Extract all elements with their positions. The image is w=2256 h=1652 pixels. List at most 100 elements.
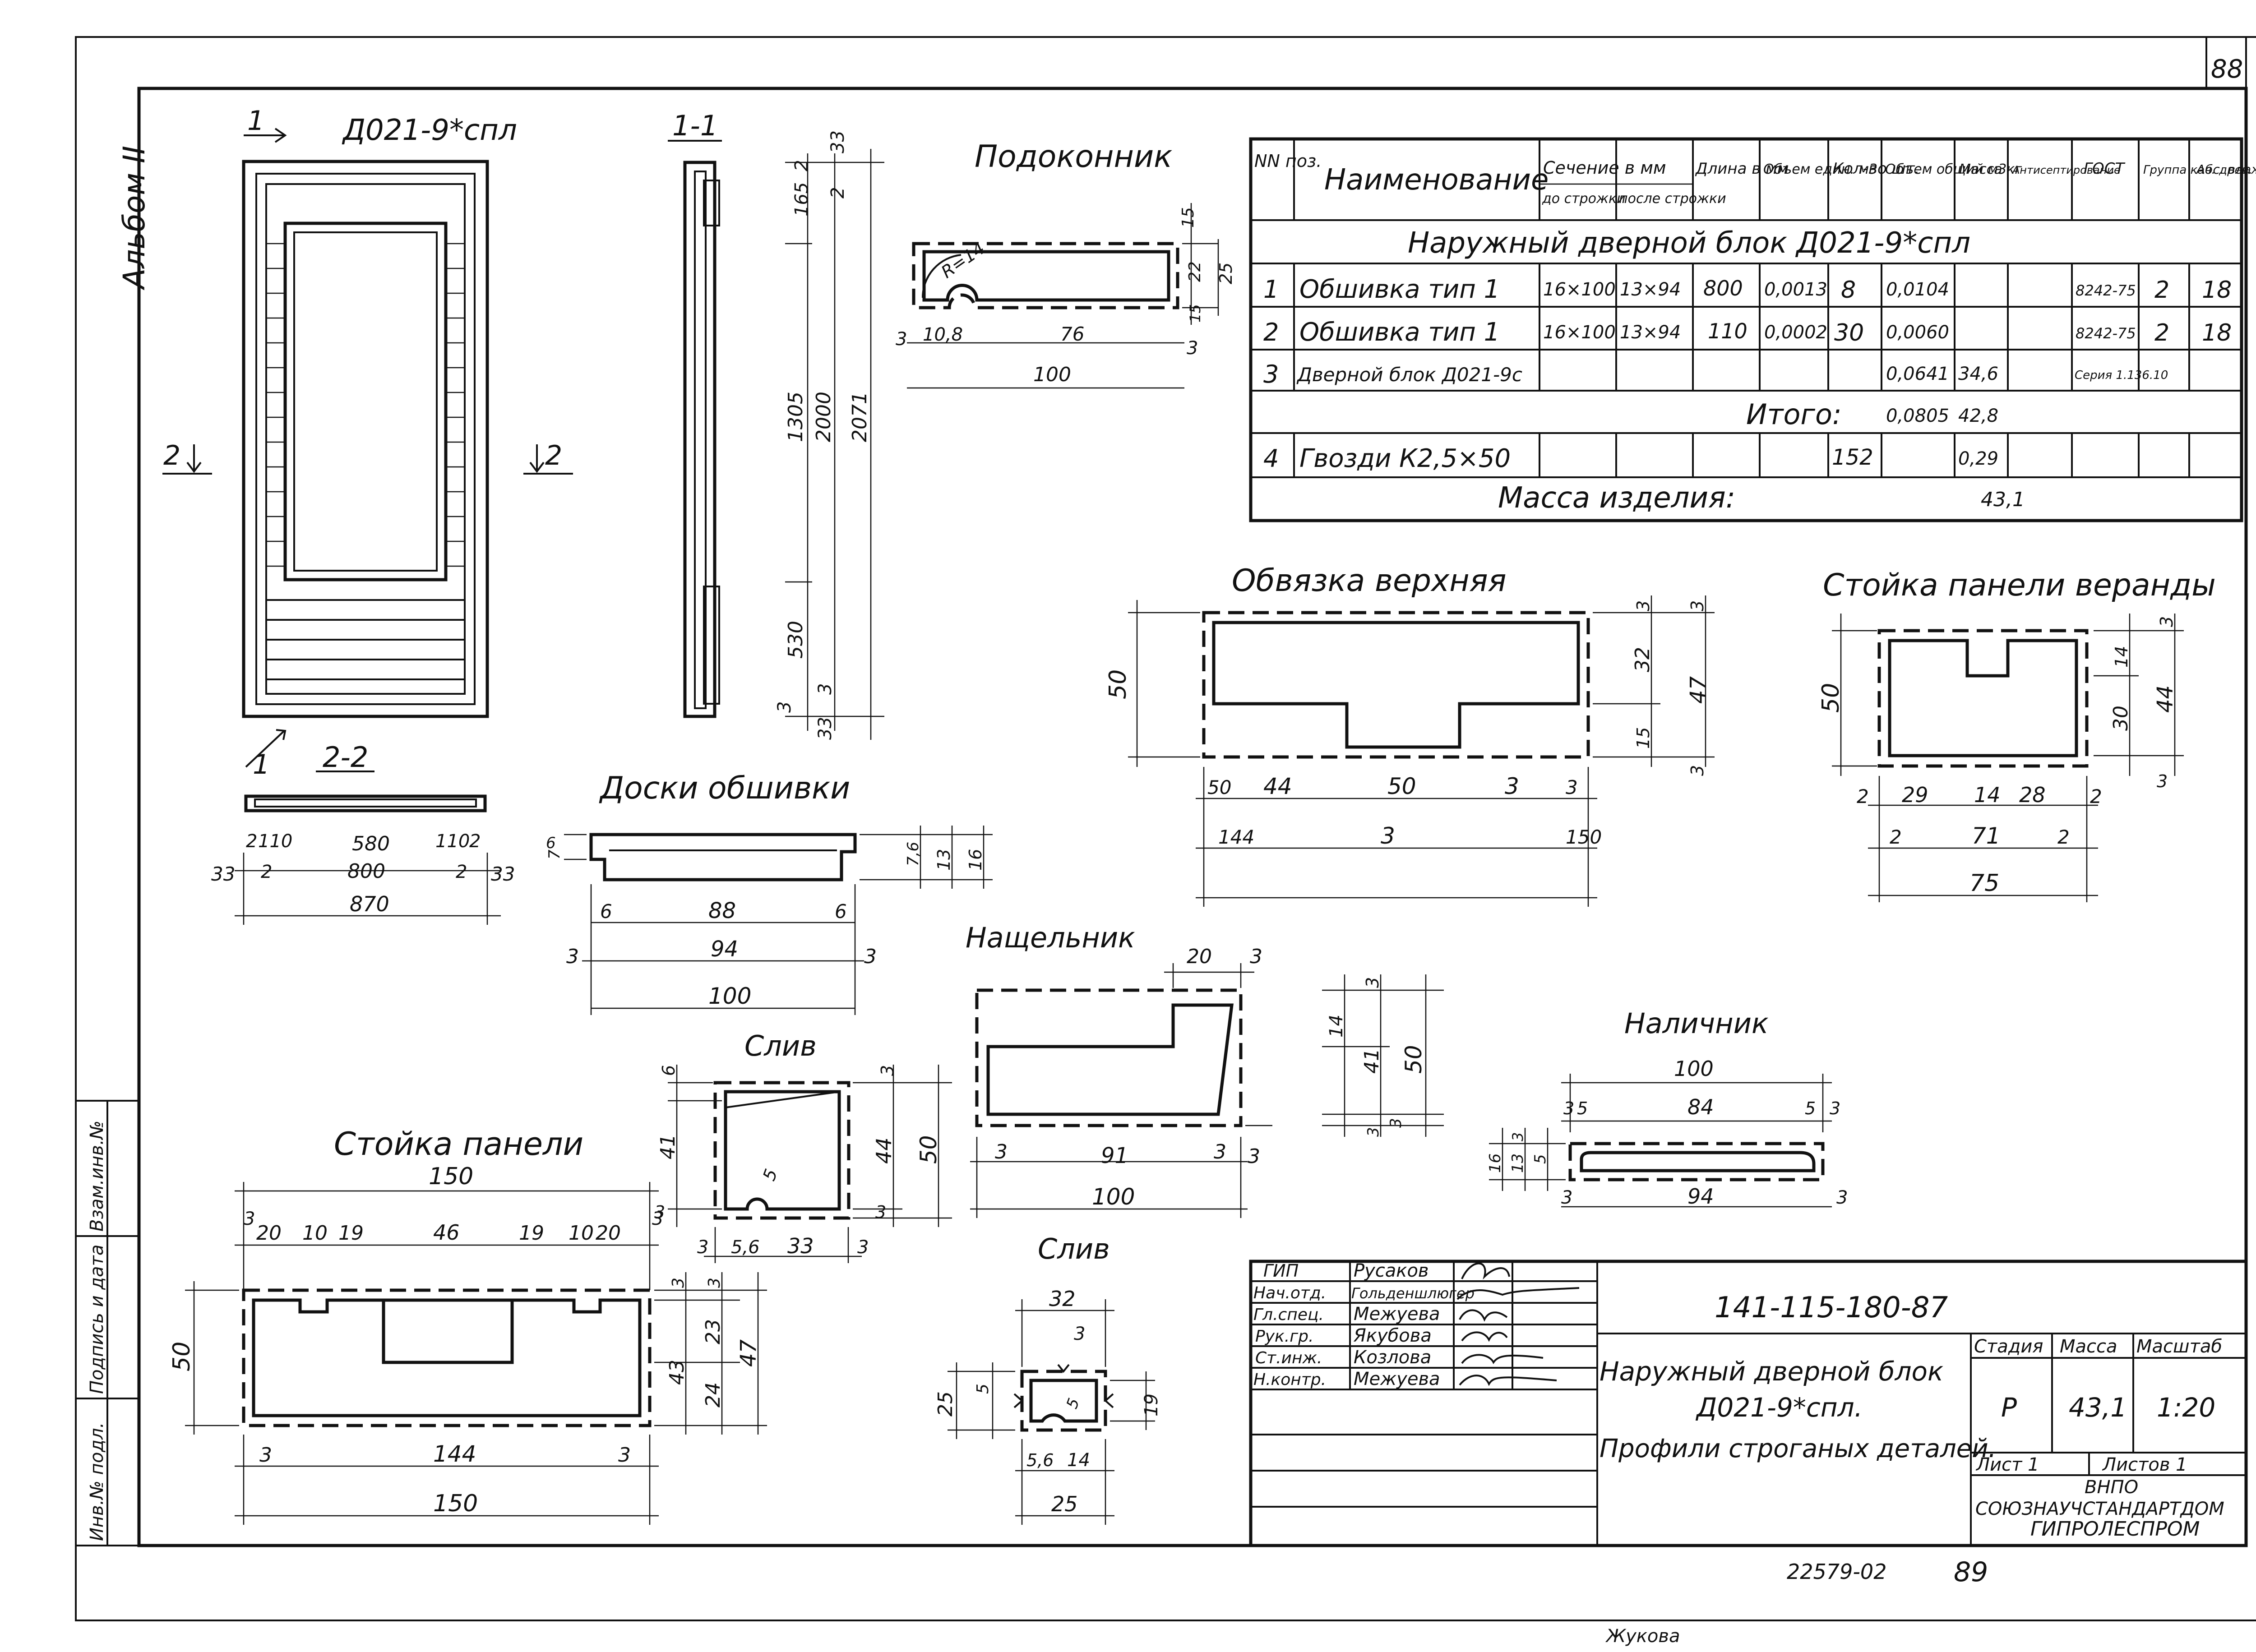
svg-text:16×100: 16×100 <box>1543 322 1616 343</box>
cladding-boards <box>266 243 465 680</box>
svg-text:Межуева: Межуева <box>1354 1369 1440 1389</box>
svg-text:8242-75: 8242-75 <box>2076 325 2136 342</box>
stamp-sign: Подпись и дата <box>87 1245 107 1394</box>
svg-text:16: 16 <box>1486 1154 1504 1173</box>
svg-text:3: 3 <box>875 1202 886 1222</box>
th-before: до строжки <box>1542 191 1626 207</box>
svg-text:6: 6 <box>600 900 612 923</box>
svg-text:3: 3 <box>864 945 877 968</box>
nalichnik-title: Наличник <box>1624 1007 1769 1040</box>
door-elevation: Д021-9*спл 1 2 2 1 <box>162 105 573 780</box>
svg-text:32: 32 <box>1049 1287 1076 1311</box>
svg-text:25: 25 <box>934 1391 957 1417</box>
org-line-3: ГИПРОЛЕСПРОМ <box>2030 1518 2200 1541</box>
dim-elev-165: 165 <box>791 182 812 217</box>
elevation-dimensions: 2 33 165 2 1305 2000 2071 530 3 3 33 <box>774 130 884 740</box>
svg-text:3: 3 <box>1687 765 1707 776</box>
svg-text:46: 46 <box>433 1220 460 1245</box>
title-line-3: Профили строганых деталей. <box>1600 1434 1996 1463</box>
svg-text:3: 3 <box>654 1202 665 1222</box>
svg-text:19: 19 <box>338 1222 364 1245</box>
svg-text:152: 152 <box>1832 445 1873 470</box>
svg-text:Русаков: Русаков <box>1354 1260 1429 1281</box>
registration-number: 22579-02 <box>1787 1560 1886 1584</box>
svg-text:13×94: 13×94 <box>1620 322 1681 343</box>
svg-text:Обшивка тип 1: Обшивка тип 1 <box>1299 275 1500 304</box>
svg-text:5,6: 5,6 <box>1026 1450 1054 1470</box>
svg-text:150: 150 <box>1566 826 1602 848</box>
spec-total-mass: 42,8 <box>1958 406 1998 426</box>
sheets-label: Листов 1 <box>2102 1454 2187 1475</box>
svg-text:10: 10 <box>569 1222 594 1245</box>
profile-obvyazka: Обвязка верхняя 50 3 3 32 47 15 3 50 44 … <box>1105 563 1715 907</box>
dim-elev-33b: 33 <box>815 717 836 740</box>
dim-plan-33b: 33 <box>491 863 515 885</box>
stamp-vzam: Взам.инв.№ <box>87 1121 107 1232</box>
svg-text:3: 3 <box>1364 1127 1382 1137</box>
th-antiseptic: Антисептирование <box>2011 164 2121 176</box>
svg-text:34,6: 34,6 <box>1958 364 1998 384</box>
th-gost: ГОСТ <box>2084 160 2125 178</box>
svg-text:20: 20 <box>256 1222 282 1245</box>
svg-text:41: 41 <box>656 1134 680 1159</box>
svg-text:Гл.спец.: Гл.спец. <box>1253 1306 1324 1324</box>
svg-text:100: 100 <box>1674 1057 1714 1081</box>
scale-value: 1:20 <box>2157 1392 2215 1423</box>
svg-text:3: 3 <box>995 1140 1008 1163</box>
th-name: Наименование <box>1324 163 1549 197</box>
svg-text:23: 23 <box>702 1319 725 1344</box>
th-after: после строжки <box>1619 191 1726 207</box>
svg-text:19: 19 <box>1141 1394 1162 1417</box>
svg-text:Якубова: Якубова <box>1353 1325 1432 1346</box>
svg-text:47: 47 <box>1686 676 1711 704</box>
specification-table: NN поз. Наименование Сечение в мм до стр… <box>1249 137 2256 522</box>
svg-text:2: 2 <box>2154 277 2169 304</box>
cut-2-2-label: 2-2 <box>323 741 368 774</box>
svg-text:71: 71 <box>1972 823 2001 849</box>
svg-text:3: 3 <box>1509 1132 1526 1141</box>
profile-doski: Доски обшивки 6 7 7,6 13 16 6 88 6 3 94 … <box>546 771 993 1015</box>
th-pos: NN поз. <box>1254 151 1322 171</box>
svg-text:50: 50 <box>1387 773 1416 799</box>
stamp-inv: Инв.№ подл. <box>87 1422 107 1541</box>
svg-text:29: 29 <box>1902 783 1928 807</box>
stoyka-verandy-title: Стойка панели веранды <box>1823 568 2216 603</box>
dim-plan-2b: 2 <box>469 831 481 852</box>
spec-row-1: 1 Обшивка тип 1 16×100 13×94 800 0,0013 … <box>1263 275 2232 304</box>
svg-text:19: 19 <box>519 1222 544 1245</box>
dim-elev-33a: 33 <box>828 130 848 153</box>
svg-text:Н.контр.: Н.контр. <box>1253 1371 1326 1389</box>
dim-plan-33a: 33 <box>211 863 235 885</box>
svg-text:110: 110 <box>1708 319 1747 343</box>
svg-text:0,0013: 0,0013 <box>1764 279 1827 300</box>
margin-stamp: Взам.инв.№ Подпись и дата Инв.№ подл. <box>75 1100 140 1546</box>
title-block: ГИП Русаков Нач.отд. Гольденшлюгер Гл.сп… <box>1249 1260 2248 1547</box>
svg-text:75: 75 <box>1969 870 1999 897</box>
svg-text:3: 3 <box>244 1209 255 1229</box>
svg-text:15: 15 <box>1633 727 1653 749</box>
podokonnik-title: Подоконник <box>975 139 1172 175</box>
svg-text:3: 3 <box>1263 360 1279 388</box>
svg-text:44: 44 <box>872 1137 896 1164</box>
dim-elev-3b: 3 <box>815 683 836 695</box>
dim-elev-1305: 1305 <box>784 392 807 442</box>
mass-value: 43,1 <box>2069 1392 2127 1423</box>
th-section: Сечение в мм <box>1543 158 1666 178</box>
scale-label: Масштаб <box>2136 1336 2222 1357</box>
svg-text:5,6: 5,6 <box>731 1237 760 1258</box>
svg-text:150: 150 <box>433 1490 478 1517</box>
doski-title: Доски обшивки <box>599 771 850 806</box>
svg-text:2: 2 <box>2090 785 2102 808</box>
svg-text:8242-75: 8242-75 <box>2076 282 2136 299</box>
spec-total-label: Итого: <box>1746 398 1842 431</box>
svg-text:6: 6 <box>835 900 847 923</box>
svg-text:50: 50 <box>1105 669 1132 699</box>
svg-text:3: 3 <box>1187 338 1198 359</box>
dim-elev-530: 530 <box>784 621 807 659</box>
th-vol-unit: Объем един. м3 <box>1763 162 1877 177</box>
product-mass-label: Масса изделия: <box>1498 481 1735 515</box>
svg-text:18: 18 <box>2202 319 2232 346</box>
section-mark-2-right: 2 <box>545 440 562 471</box>
outer-frame <box>75 36 2256 1621</box>
profile-stoyka-verandy: Стойка панели веранды 50 14 3 30 44 3 2 … <box>1817 568 2216 902</box>
